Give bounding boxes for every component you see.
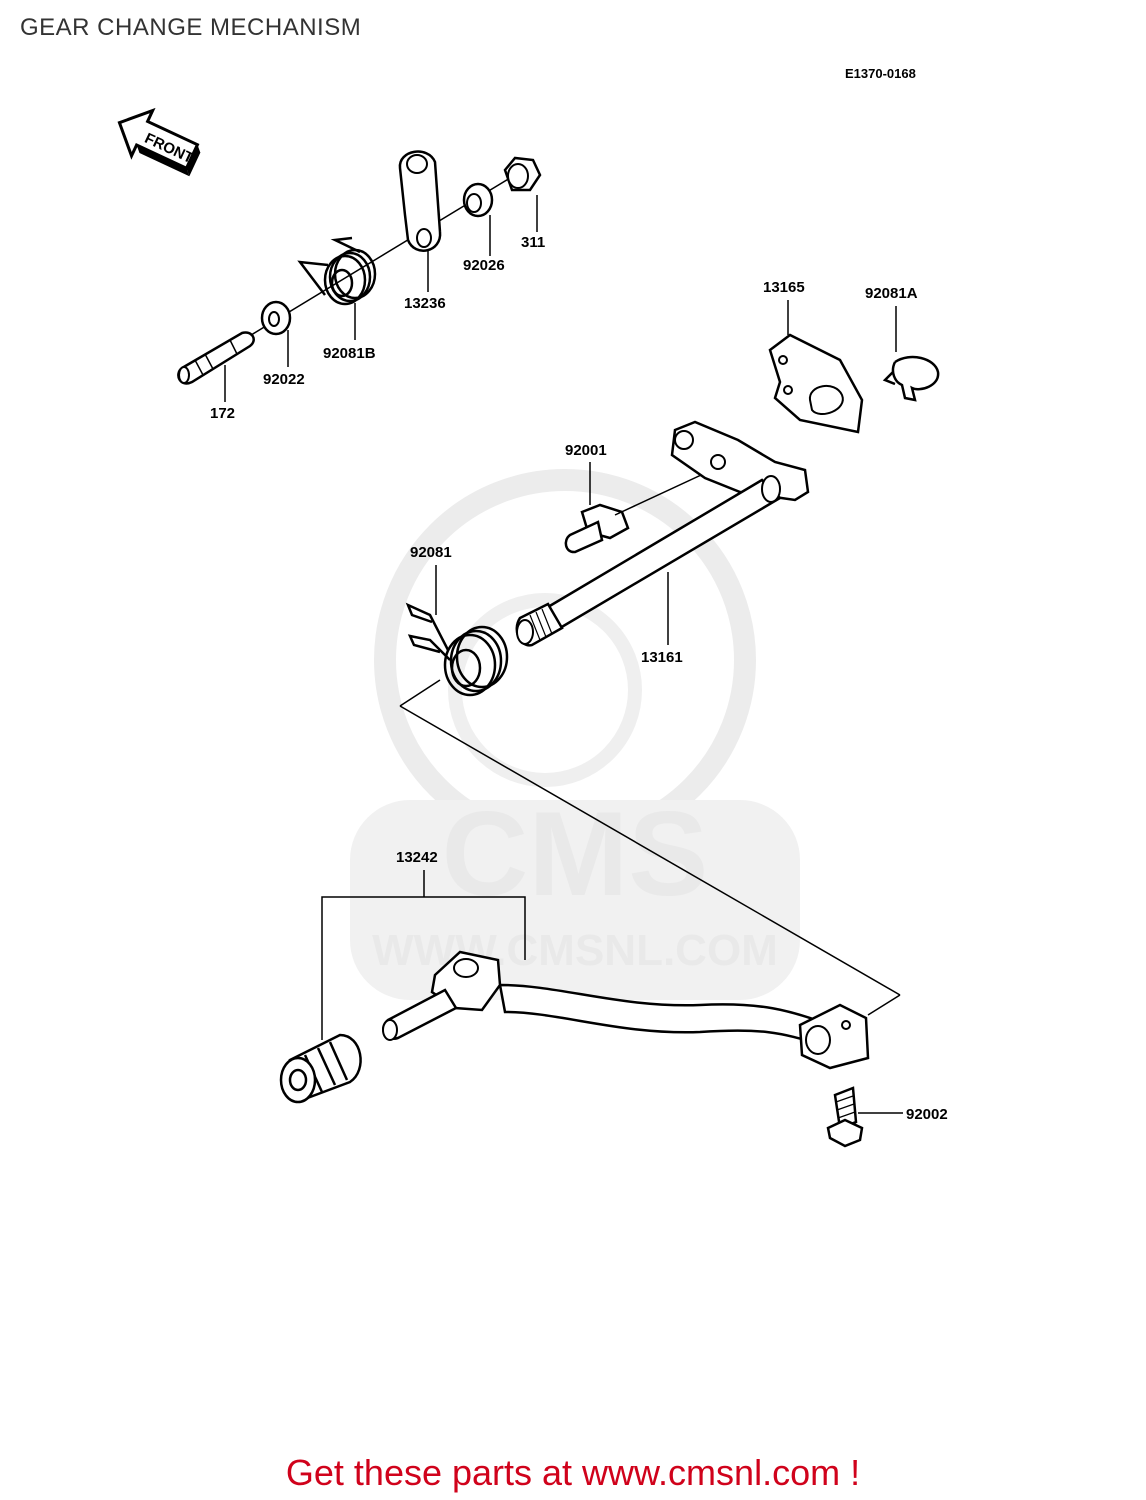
part-label-13161: 13161 (641, 649, 683, 666)
part-92001-bolt[interactable] (564, 503, 630, 554)
part-92002-bolt[interactable] (826, 1086, 864, 1148)
part-92081-spring[interactable] (405, 602, 509, 697)
part-label-13242: 13242 (396, 849, 438, 866)
part-13236-lever[interactable] (398, 150, 442, 252)
part-label-172: 172 (210, 405, 235, 422)
part-label-92002: 92002 (906, 1106, 948, 1123)
part-13242-footpeg-rubber[interactable] (279, 1033, 362, 1104)
part-label-92081A: 92081A (865, 285, 918, 302)
watermark-url: WWW.CMSNL.COM (372, 926, 778, 975)
part-13165-plate[interactable] (768, 333, 864, 434)
part-92081A-clip[interactable] (882, 355, 940, 402)
page-title: GEAR CHANGE MECHANISM (20, 14, 362, 41)
part-label-13165: 13165 (763, 279, 805, 296)
part-92026-collar[interactable] (462, 182, 494, 218)
cms-watermark: CMS WWW.CMSNL.COM (350, 469, 800, 1000)
call-to-action-link[interactable]: Get these parts at www.cmsnl.com ! (285, 1452, 861, 1493)
part-92081B-spring[interactable] (297, 236, 377, 306)
part-label-92022: 92022 (263, 371, 305, 388)
part-13161-shift-shaft[interactable] (515, 420, 810, 647)
part-label-92081B: 92081B (323, 345, 376, 362)
part-label-92026: 92026 (463, 257, 505, 274)
part-label-311: 311 (521, 234, 545, 251)
part-label-13236: 13236 (404, 295, 446, 312)
part-172-pin[interactable] (177, 331, 255, 385)
part-92022-washer[interactable] (260, 300, 292, 336)
front-arrow-icon: FRONT (117, 107, 201, 177)
part-13242-pedal[interactable] (382, 950, 870, 1070)
watermark-brand: CMS (442, 787, 709, 921)
part-label-92001: 92001 (565, 442, 607, 459)
diagram-code: E1370-0168 (845, 66, 916, 81)
part-311-nut[interactable] (503, 156, 542, 192)
part-label-92081: 92081 (410, 544, 452, 561)
